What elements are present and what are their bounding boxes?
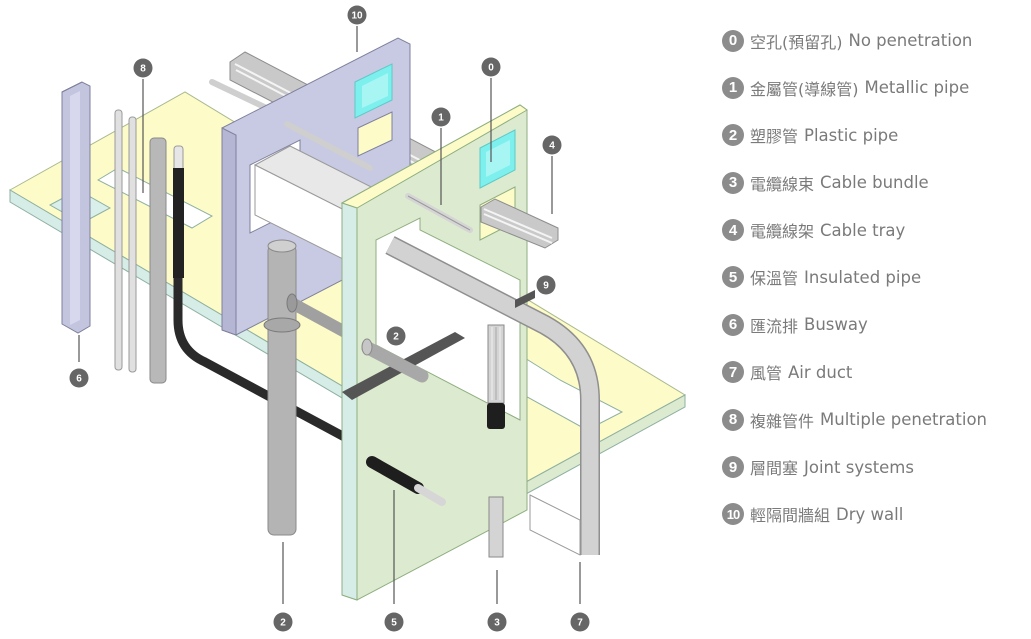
legend-label-en: Air duct bbox=[788, 362, 853, 382]
callout-9: 9 bbox=[536, 275, 556, 295]
callout-badge bbox=[481, 57, 501, 77]
legend-label-en: Plastic pipe bbox=[804, 125, 899, 145]
legend-label-zh: 保溫管 bbox=[750, 269, 799, 289]
metallic-pipe-outline bbox=[407, 195, 471, 231]
legend-label-zh: 複雜管件 bbox=[750, 411, 815, 431]
callout-badge bbox=[273, 612, 293, 632]
callouts: 10 8 0 1 4 9 2 6 2 5 3 7 bbox=[69, 5, 590, 632]
legend-label-zh: 電纜線束 bbox=[750, 174, 815, 194]
callout-8: 8 bbox=[133, 58, 153, 193]
callout-number: 0 bbox=[488, 63, 494, 74]
callout-badge bbox=[347, 5, 367, 25]
air-duct-lower-box bbox=[529, 494, 581, 556]
legend-number-badge: 5 bbox=[722, 266, 744, 289]
legend-number-badge: 6 bbox=[722, 313, 744, 336]
callout-number: 9 bbox=[543, 281, 549, 292]
callout-5: 5 bbox=[384, 490, 404, 632]
air-duct-bend-fill bbox=[386, 237, 599, 555]
legend-number-badge: 2 bbox=[722, 124, 744, 147]
callout-10: 10 bbox=[347, 5, 367, 52]
legend: 0 空孔(預留孔) No penetration 1 金屬管(導線管)Metallic … bbox=[722, 26, 1031, 547]
legend-label-zh: 匯流排 bbox=[750, 316, 799, 336]
callout-badge bbox=[536, 275, 556, 295]
plastic-pipe-horizontal bbox=[361, 338, 429, 383]
legend-number-badge: 9 bbox=[722, 456, 744, 479]
callout-badge bbox=[570, 612, 590, 632]
legend-label-zh: 輕隔間牆組 bbox=[750, 506, 831, 526]
legend-label-zh: 塑膠管 bbox=[750, 127, 799, 147]
callout-badge bbox=[542, 135, 562, 155]
legend-label-en: Insulated pipe bbox=[804, 267, 922, 287]
callout-badge bbox=[487, 612, 507, 632]
insulated-pipe bbox=[366, 456, 446, 506]
legend-label-en: Cable tray bbox=[820, 220, 906, 240]
multiple-penetration-pipes bbox=[114, 109, 184, 384]
legend-number-badge: 0 bbox=[722, 29, 744, 52]
legend-label-en: Multiple penetration bbox=[820, 410, 988, 430]
metal-pipe-through-drywall bbox=[284, 121, 373, 171]
legend-label-en: Joint systems bbox=[804, 457, 914, 477]
callout-1: 1 bbox=[431, 107, 451, 205]
legend-label-en: Busway bbox=[804, 315, 868, 335]
legend-number-badge: 7 bbox=[722, 361, 744, 384]
legend-label-en: No penetration bbox=[848, 31, 973, 50]
callout-0: 0 bbox=[481, 57, 501, 162]
callout-number: 2 bbox=[280, 618, 286, 629]
legend-number-badge: 3 bbox=[722, 171, 744, 194]
legend-label-en: Dry wall bbox=[836, 504, 904, 524]
joint-system-strip-top bbox=[515, 290, 535, 308]
legend-number-badge: 1 bbox=[722, 76, 744, 99]
callout-7: 7 bbox=[570, 562, 590, 632]
legend-label-zh: 風管 bbox=[750, 364, 783, 384]
legend-number-badge: 10 bbox=[722, 503, 744, 526]
callout-badge bbox=[386, 326, 406, 346]
callout-badge bbox=[133, 58, 153, 78]
legend-item: 1 金屬管(導線管)Metallic pipe bbox=[722, 73, 1031, 102]
callout-badge bbox=[384, 612, 404, 632]
callout-number: 1 bbox=[438, 113, 444, 124]
legend-label-zh: 層間塞 bbox=[750, 459, 799, 479]
legend-label-zh: 電纜線架 bbox=[750, 222, 815, 242]
callout-number: 2 bbox=[393, 332, 399, 343]
insulated-cable-run bbox=[173, 278, 353, 444]
plastic-pipe-vertical bbox=[263, 239, 348, 536]
callout-6: 6 bbox=[69, 335, 89, 388]
callout-2a: 2 bbox=[386, 326, 406, 346]
cable-tray-front bbox=[480, 198, 559, 249]
busway bbox=[61, 81, 91, 334]
callout-number: 8 bbox=[140, 64, 146, 75]
legend-label-en: Cable bundle bbox=[820, 173, 929, 193]
callout-number: 10 bbox=[351, 11, 363, 22]
legend-item: 0 空孔(預留孔) No penetration bbox=[722, 26, 1031, 55]
legend-label-zh: 金屬管(導線管) bbox=[750, 79, 859, 99]
callout-number: 4 bbox=[549, 141, 555, 152]
callout-badge bbox=[69, 368, 89, 388]
penetration-diagram: 10 8 0 1 4 9 2 6 2 5 3 7 bbox=[8, 5, 687, 632]
callout-badge bbox=[431, 107, 451, 127]
callout-number: 5 bbox=[391, 618, 397, 629]
callout-number: 3 bbox=[494, 618, 500, 629]
legend-number-badge: 8 bbox=[722, 408, 744, 431]
cable-bundle bbox=[487, 324, 505, 558]
callout-number: 6 bbox=[76, 374, 82, 385]
callout-4: 4 bbox=[542, 135, 562, 214]
legend-number-badge: 4 bbox=[722, 219, 744, 242]
legend-label-zh: 空孔(預留孔) bbox=[750, 32, 843, 52]
callout-3: 3 bbox=[487, 570, 507, 632]
callout-2b: 2 bbox=[273, 542, 293, 632]
legend-label-en: Metallic pipe bbox=[864, 78, 970, 98]
callout-number: 7 bbox=[577, 618, 583, 629]
